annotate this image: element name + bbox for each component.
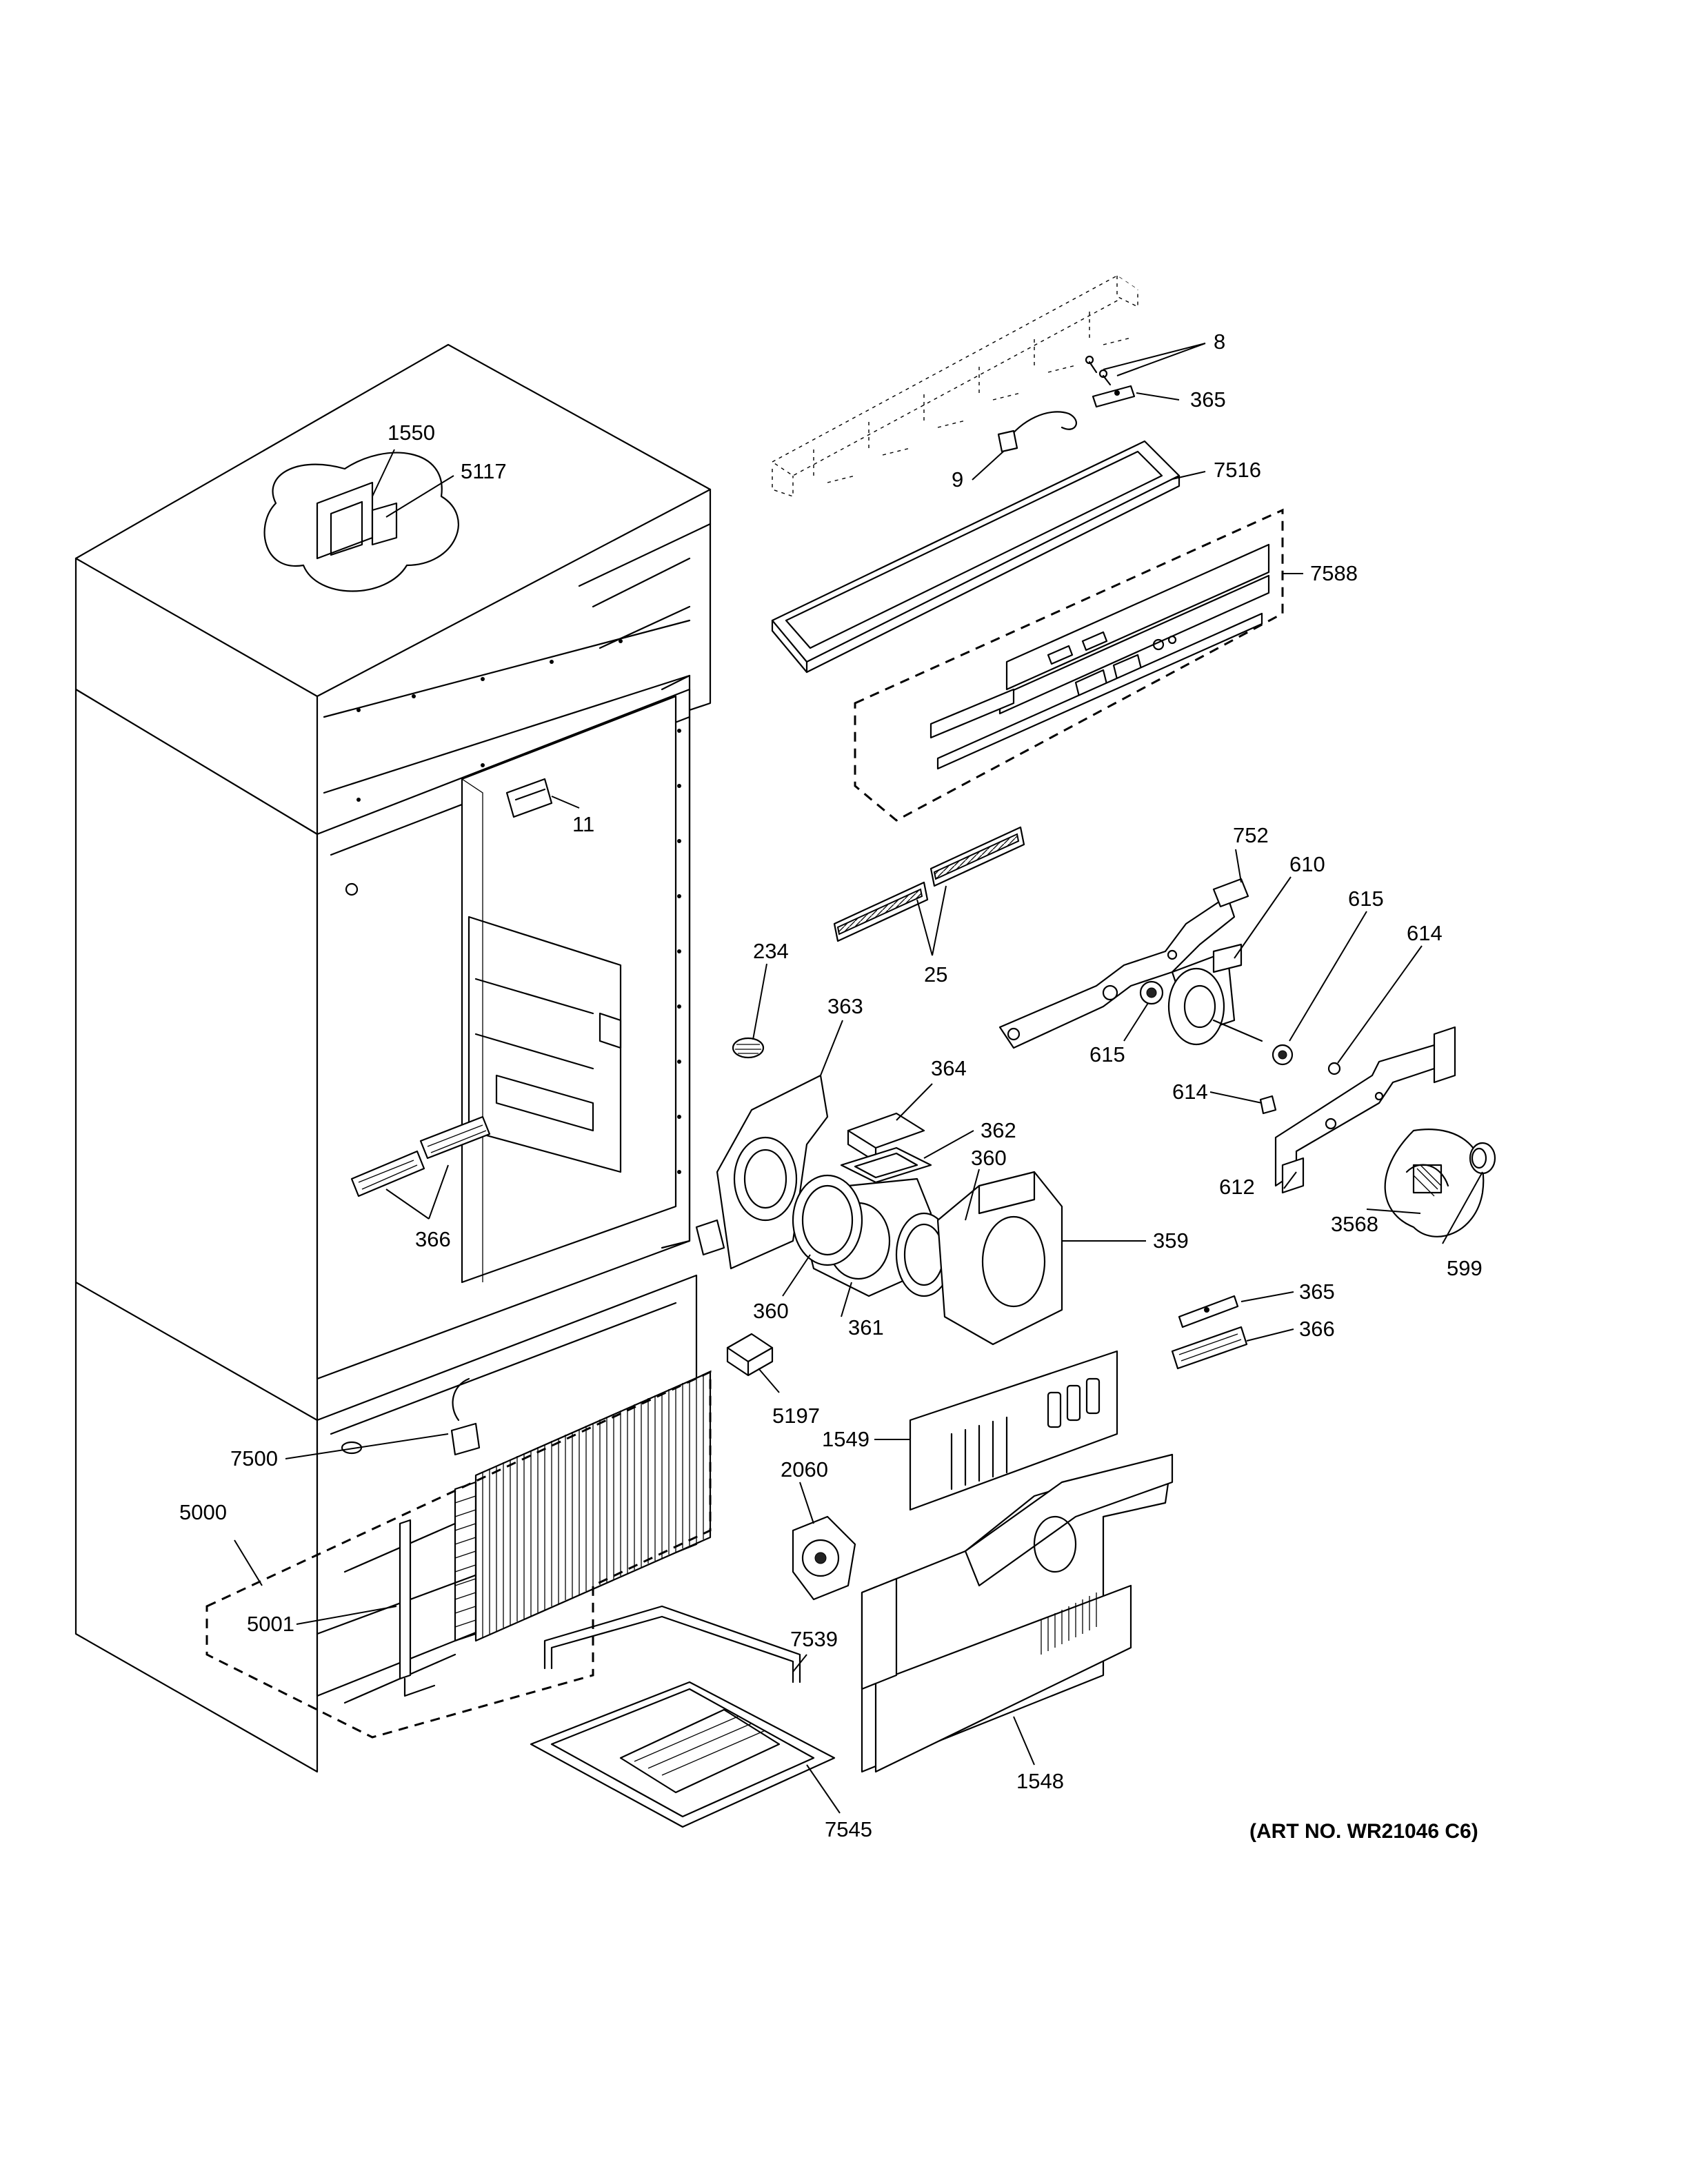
callout-25: 25: [924, 962, 947, 987]
callout-5000: 5000: [179, 1500, 227, 1524]
callout-364: 364: [931, 1056, 967, 1080]
callout-7516: 7516: [1214, 458, 1261, 482]
part-7539-drain-tube: [543, 1605, 801, 1684]
callout-5197: 5197: [772, 1404, 820, 1428]
part-5197-module: [726, 1333, 774, 1377]
part-359-blower-housing: [936, 1171, 1063, 1346]
part-2060-condenser-fan: [792, 1515, 856, 1601]
callout-365-right: 365: [1299, 1280, 1335, 1304]
part-9-wire-harness: [997, 411, 1077, 453]
leader-lines: [234, 343, 1483, 1814]
part-752-bracket: [998, 878, 1249, 1049]
part-8-screws: [1085, 355, 1112, 386]
callout-1549: 1549: [822, 1427, 870, 1451]
refrigerator-cabinet: [74, 343, 712, 1773]
callout-234: 234: [753, 939, 789, 963]
callout-2060: 2060: [781, 1457, 828, 1482]
callout-360-b: 360: [753, 1299, 789, 1323]
callout-1548: 1548: [1016, 1769, 1064, 1793]
part-7545-drain-pan: [530, 1681, 836, 1828]
part-366-vent-grilles: [350, 1115, 491, 1197]
callout-612: 612: [1219, 1175, 1255, 1199]
callout-9: 9: [952, 467, 963, 492]
callout-363: 363: [827, 994, 863, 1018]
callout-360-a: 360: [971, 1146, 1007, 1170]
callout-366-left: 366: [415, 1227, 451, 1251]
callout-599: 599: [1447, 1256, 1483, 1280]
callout-610: 610: [1289, 852, 1325, 876]
part-362-damper-seal: [840, 1146, 932, 1184]
callout-7545: 7545: [825, 1817, 872, 1841]
callout-1550: 1550: [388, 421, 435, 445]
callout-5117: 5117: [461, 459, 507, 483]
callout-7500: 7500: [230, 1446, 278, 1470]
callout-359: 359: [1153, 1228, 1189, 1253]
callout-7588: 7588: [1310, 561, 1358, 585]
callout-614-a: 614: [1407, 921, 1443, 945]
part-360-seal-rings: [792, 1174, 953, 1297]
callout-614-b: 614: [1172, 1080, 1208, 1104]
callout-3568: 3568: [1331, 1212, 1378, 1236]
callout-8: 8: [1214, 330, 1225, 354]
part-234-grommet: [732, 1037, 765, 1059]
part-1548-rear-panel: [861, 1453, 1174, 1773]
part-615-grommets: [1139, 980, 1294, 1066]
callout-labels: 8 365 9 7516 7588 1550 5117 11 752 610 6…: [179, 330, 1483, 1843]
top-mounting-rail: [771, 275, 1139, 497]
part-7588-control-panel-assembly: [854, 508, 1284, 822]
callout-752: 752: [1233, 823, 1269, 847]
part-5000-condenser-assembly: [205, 1370, 712, 1739]
part-610-fan-motor: [1167, 943, 1263, 1046]
callout-362: 362: [981, 1118, 1016, 1142]
callout-615-a: 615: [1348, 887, 1384, 911]
part-365-sensor-right: [1178, 1295, 1239, 1328]
part-25-filters: [833, 826, 1025, 942]
callout-615-b: 615: [1089, 1042, 1125, 1066]
part-3568-fan-blade: [1384, 1129, 1485, 1237]
part-1549-shroud: [909, 1350, 1118, 1511]
part-599-cap: [1469, 1142, 1496, 1175]
part-614-nuts: [1259, 1062, 1341, 1115]
part-7516-frame: [771, 440, 1180, 674]
part-366-vent-grille-right: [1171, 1326, 1248, 1370]
callout-5001: 5001: [247, 1612, 294, 1636]
callout-11: 11: [572, 812, 594, 836]
callout-366-right: 366: [1299, 1317, 1335, 1341]
art-number: (ART NO. WR21046 C6): [1249, 1820, 1478, 1843]
callout-7539: 7539: [790, 1627, 838, 1651]
callout-365-top: 365: [1190, 387, 1226, 412]
part-363-housing: [695, 1074, 829, 1270]
callout-361: 361: [848, 1315, 884, 1339]
part-365-sensor-top: [1092, 385, 1136, 408]
